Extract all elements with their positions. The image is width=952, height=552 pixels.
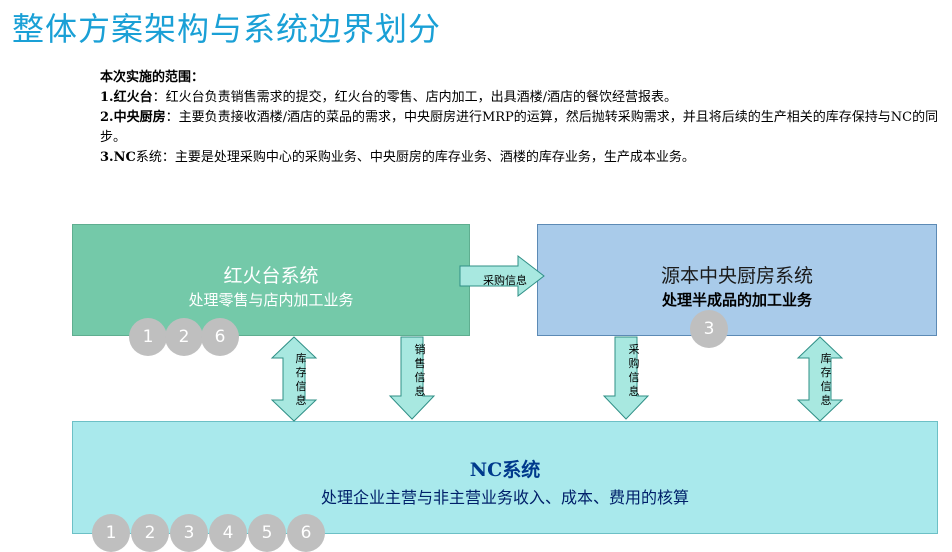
badge-nc-4: 4 [209,514,247,552]
scope-item-3: 3.NC系统：主要是处理采购中心的采购业务、中央厨房的库存业务、酒楼的库存业务，… [100,148,940,168]
scope-section: 本次实施的范围： 1.红火台：红火台负责销售需求的提交，红火台的零售、店内加工，… [100,68,940,168]
purchase-info-arrow-down [602,336,650,420]
scope-item-text: ：红火台负责销售需求的提交，红火台的零售、店内加工，出具酒楼/酒店的餐饮经营报表… [152,90,677,105]
sales-info-arrow-down [388,336,436,420]
page-title: 整体方案架构与系统边界划分 [12,10,442,48]
inventory-info-label-left: 库存信息 [295,352,307,407]
red-fire-system-title: 红火台系统 [223,265,319,287]
scope-item-2: 2.中央厨房：主要负责接收酒楼/酒店的菜品的需求，中央厨房进行MRP的运算，然后… [100,108,940,148]
purchase-info-arrow-right [459,254,545,298]
scope-heading: 本次实施的范围： [100,70,205,85]
central-kitchen-system-title: 源本中央厨房系统 [660,265,813,287]
red-fire-system-subtitle: 处理零售与店内加工业务 [188,291,354,309]
badge-nc-3: 3 [170,514,208,552]
scope-item-1: 1.红火台：红火台负责销售需求的提交，红火台的零售、店内加工，出具酒楼/酒店的餐… [100,88,940,108]
badge-nc-1: 1 [92,514,130,552]
scope-item-lead: 3.NC [100,150,136,165]
badge-kitchen-3: 3 [690,310,728,348]
badge-red-1: 1 [129,318,167,356]
scope-item-lead: 2.中央厨房 [100,110,166,125]
scope-item-lead: 1.红火台 [100,90,153,105]
purchase-info-label-vertical: 采购信息 [628,343,640,398]
badge-red-2: 2 [165,318,203,356]
badge-nc-6: 6 [287,514,325,552]
nc-system-box: NC系统 处理企业主营与非主营业务收入、成本、费用的核算 [72,421,938,534]
purchase-info-label-horizontal: 采购信息 [483,274,527,287]
scope-item-text: ：主要负责接收酒楼/酒店的菜品的需求，中央厨房进行MRP的运算，然后抛转采购需求… [100,110,939,145]
badge-red-6: 6 [201,318,239,356]
nc-system-title: NC系统 [469,459,541,481]
central-kitchen-system-box: 源本中央厨房系统 处理半成品的加工业务 [537,224,937,336]
badge-nc-2: 2 [131,514,169,552]
inventory-info-arrow-left [270,336,318,422]
inventory-info-label-right: 库存信息 [820,352,832,407]
sales-info-label: 销售信息 [414,343,426,398]
inventory-info-arrow-right [796,336,844,422]
central-kitchen-system-subtitle: 处理半成品的加工业务 [661,291,812,309]
red-fire-system-box: 红火台系统 处理零售与店内加工业务 [72,224,470,336]
nc-system-subtitle: 处理企业主营与非主营业务收入、成本、费用的核算 [320,488,689,507]
badge-nc-5: 5 [248,514,286,552]
scope-item-text: 系统：主要是处理采购中心的采购业务、中央厨房的库存业务、酒楼的库存业务，生产成本… [135,150,695,165]
